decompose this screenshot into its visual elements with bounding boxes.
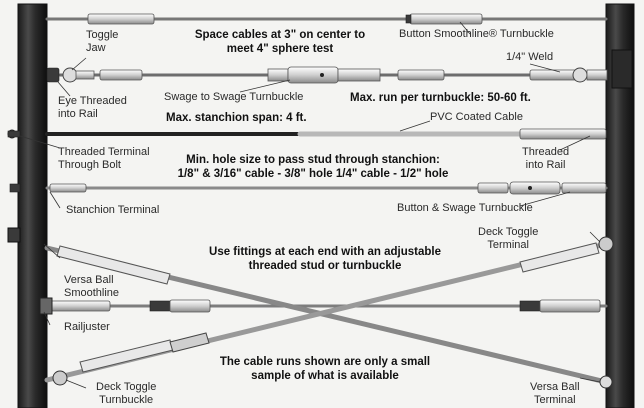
- label-button-swage: Button & Swage Turnbuckle: [397, 202, 533, 214]
- left-post: [17, 3, 48, 408]
- note-fittings-line2: threaded stud or turnbuckle: [248, 260, 402, 272]
- label-pvc-coated: PVC Coated Cable: [430, 111, 523, 123]
- label-threaded-into-rail-line2: into Rail: [525, 159, 566, 171]
- label-threaded-into-rail: Threaded into Rail: [522, 146, 569, 172]
- label-deck-toggle-turnbuckle: Deck Toggle Turnbuckle: [96, 381, 156, 407]
- note-spacing-line2: meet 4" sphere test: [226, 43, 334, 55]
- label-railjuster: Railjuster: [64, 321, 110, 333]
- cable-run-diagonal-deck-toggle: [44, 236, 614, 386]
- label-eye-threaded: Eye Threaded into Rail: [58, 95, 127, 121]
- label-versa-ball-smoothline-line2: Smoothline: [64, 287, 120, 299]
- label-versa-ball-terminal-line2: Terminal: [533, 394, 576, 406]
- label-deck-toggle-terminal: Deck Toggle Terminal: [478, 226, 538, 252]
- label-versa-ball-smoothline: Versa Ball Smoothline: [64, 274, 119, 300]
- label-threaded-terminal-bolt: Threaded Terminal Through Bolt: [58, 146, 150, 172]
- cable-run-railjuster: [39, 297, 608, 315]
- label-stanchion-terminal: Stanchion Terminal: [66, 204, 160, 216]
- label-deck-toggle-turnbuckle-line2: Turnbuckle: [99, 394, 154, 406]
- leader-lines: [19, 21, 601, 389]
- note-spacing: Space cables at 3" on center to meet 4" …: [180, 28, 380, 56]
- note-min-hole: Min. hole size to pass stud through stan…: [148, 153, 478, 181]
- weld-plate: [611, 49, 633, 89]
- label-deck-toggle-terminal-line1: Deck Toggle: [478, 226, 539, 238]
- label-toggle-jaw-line1: Toggle: [86, 29, 119, 41]
- cable-run-swage-to-swage: [46, 66, 608, 84]
- label-eye-threaded-line1: Eye Threaded: [58, 95, 127, 107]
- left-post-tab: [7, 227, 21, 243]
- note-sample-line1: The cable runs shown are only a small: [219, 356, 431, 368]
- note-min-hole-line2: 1/8" & 3/16" cable - 3/8" hole 1/4" cabl…: [177, 168, 449, 180]
- label-versa-ball-terminal-line1: Versa Ball: [530, 381, 580, 393]
- label-button-smoothline: Button Smoothline® Turnbuckle: [399, 28, 554, 40]
- label-threaded-into-rail-line1: Threaded: [522, 146, 570, 158]
- note-fittings-line1: Use fittings at each end with an adjusta…: [209, 246, 441, 258]
- label-toggle-jaw-line2: Jaw: [86, 42, 106, 54]
- label-threaded-terminal-line2: Through Bolt: [58, 159, 121, 171]
- left-post-bracket: [39, 297, 53, 315]
- cable-run-button-swage: [9, 181, 608, 195]
- label-swage-turnbuckle: Swage to Swage Turnbuckle: [164, 91, 304, 103]
- label-eye-threaded-line2: into Rail: [58, 108, 98, 120]
- cable-run-diagonal-versa-ball: [44, 245, 613, 389]
- note-max-span: Max. stanchion span: 4 ft.: [166, 112, 307, 124]
- note-min-hole-line1: Min. hole size to pass stud through stan…: [186, 154, 440, 166]
- note-sample-line2: sample of what is available: [251, 370, 399, 382]
- cable-run-pvc-coated: [7, 128, 607, 140]
- note-spacing-line1: Space cables at 3" on center to: [194, 29, 366, 41]
- label-deck-toggle-terminal-line2: Terminal: [487, 239, 529, 251]
- cable-run-button-smoothline: [45, 13, 608, 25]
- label-toggle-jaw: Toggle Jaw: [86, 29, 118, 55]
- label-quarter-weld: 1/4" Weld: [506, 51, 554, 63]
- note-max-run: Max. run per turnbuckle: 50-60 ft.: [350, 92, 531, 104]
- note-fittings: Use fittings at each end with an adjusta…: [195, 245, 455, 273]
- label-versa-ball-terminal: Versa Ball Terminal: [530, 381, 580, 407]
- label-deck-toggle-turnbuckle-line1: Deck Toggle: [96, 381, 157, 393]
- label-threaded-terminal-line1: Threaded Terminal: [58, 146, 150, 158]
- note-sample: The cable runs shown are only a small sa…: [205, 355, 445, 383]
- label-versa-ball-smoothline-line1: Versa Ball: [64, 274, 114, 286]
